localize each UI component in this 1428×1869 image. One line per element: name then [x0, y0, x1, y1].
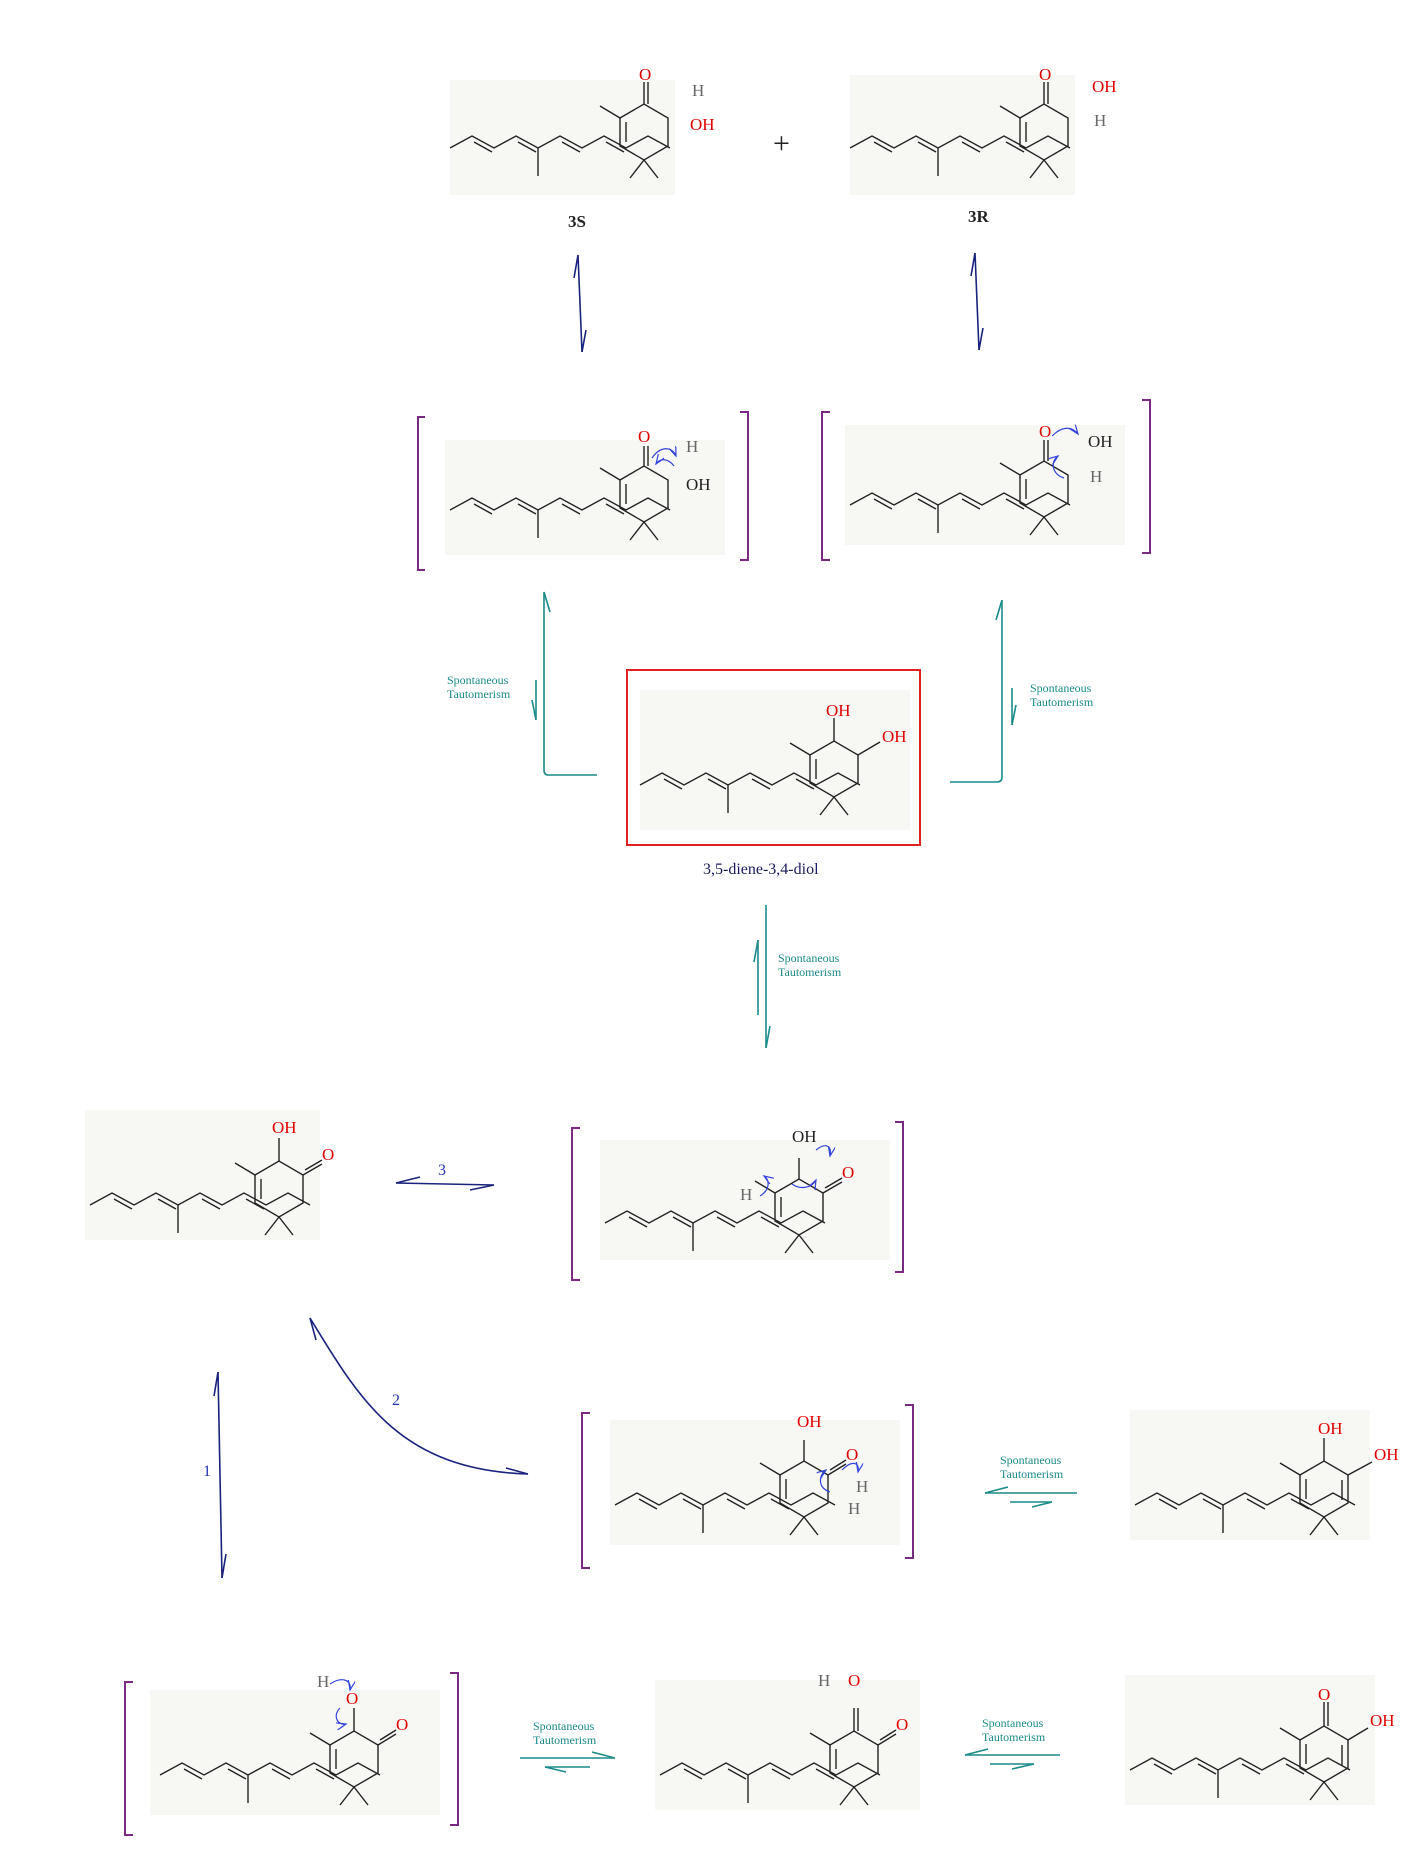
oxygen-label: O: [1318, 1685, 1330, 1704]
tautomerism-label: Tautomerism: [533, 1733, 597, 1747]
hydroxyl-label: OH: [1092, 77, 1117, 96]
bracket-intermediate-row6: [124, 1672, 459, 1836]
hydrogen-label: H: [317, 1672, 329, 1691]
hydroxyl-label: OH: [792, 1127, 817, 1146]
hydroxyl-label: OH: [826, 701, 851, 720]
equilibrium-arrow: [970, 252, 984, 351]
tautomerism-arrow-row6-left: [520, 1751, 616, 1773]
hydrogen-label: H: [1090, 467, 1102, 486]
hydrogen-label: H: [686, 437, 698, 456]
plus-sign: +: [773, 127, 790, 160]
highlight-box: [626, 669, 921, 846]
step-2-arrow: [309, 1317, 529, 1475]
tautomerism-arrow-left: [531, 591, 597, 776]
bracket-left: [417, 411, 749, 571]
hydrogen-label: H: [740, 1185, 752, 1204]
equilibrium-arrow: [573, 254, 587, 353]
tautomerism-label: Tautomerism: [1000, 1467, 1064, 1481]
oxygen-label: O: [639, 65, 651, 84]
tautomerism-label: Tautomerism: [778, 965, 842, 979]
hydrogen-label: H: [692, 81, 704, 100]
hydroxyl-label: OH: [1318, 1419, 1343, 1438]
tautomerism-arrow-row5: [984, 1486, 1077, 1508]
hydroxyl-label: OH: [1088, 432, 1113, 451]
hydrogen-label: H: [818, 1671, 830, 1690]
molecule-3s: O H OH 3S: [449, 65, 715, 231]
molecule-3r: O OH H 3R: [849, 65, 1117, 226]
hydroxyl-label: OH: [1370, 1711, 1395, 1730]
hydroxyl-label: OH: [690, 115, 715, 134]
hydroxyl-label: OH: [686, 475, 711, 494]
tautomerism-label: Spontaneous: [533, 1719, 595, 1733]
oxygen-label: O: [346, 1689, 358, 1708]
tautomerism-label: Spontaneous: [982, 1716, 1044, 1730]
step-label-1: 1: [203, 1463, 211, 1480]
hydrogen-label: H: [1094, 111, 1106, 130]
label-3s: 3S: [568, 212, 586, 231]
step-label-3: 3: [438, 1162, 446, 1179]
label-3r: 3R: [968, 207, 990, 226]
tautomerism-label: Spontaneous: [1000, 1453, 1062, 1467]
bracket-intermediate-row4: [571, 1121, 904, 1281]
oxygen-label: O: [396, 1715, 408, 1734]
step-1-arrow: [213, 1371, 227, 1579]
tautomerism-arrow-right: [950, 599, 1017, 783]
intermediate-row6: H O O: [150, 1672, 440, 1815]
tautomerism-label: Tautomerism: [982, 1730, 1046, 1744]
intermediate-row5: OH O H H: [610, 1412, 900, 1545]
hydrogen-label: H: [848, 1499, 860, 1518]
tautomerism-label: Tautomerism: [1030, 695, 1094, 709]
oxygen-label: O: [846, 1445, 858, 1464]
tautomerism-label: Tautomerism: [447, 687, 511, 701]
intermediate-row4: OH O H: [600, 1127, 890, 1260]
hydroxyl-label: OH: [797, 1412, 822, 1431]
tautomerism-label: Spontaneous: [1030, 681, 1092, 695]
molecule-hydroxy-dienone: O OH: [1125, 1675, 1395, 1805]
step-label-2: 2: [392, 1392, 400, 1409]
oxygen-label: O: [896, 1715, 908, 1734]
hydroxyl-label: OH: [1374, 1445, 1399, 1464]
tautomerism-label: Spontaneous: [447, 673, 509, 687]
oxygen-label: O: [1039, 422, 1051, 441]
hydroxyl-label: OH: [882, 727, 907, 746]
intermediate-3r: O OH H: [845, 422, 1125, 545]
tautomerism-arrow-center: [753, 905, 771, 1049]
oxygen-label: O: [1039, 65, 1051, 84]
molecule-triene-diol: OH OH: [1130, 1410, 1399, 1540]
molecule-hydroxy-enone: OH O: [85, 1110, 334, 1240]
bracket-intermediate-row5: [581, 1404, 914, 1569]
oxygen-label: O: [848, 1671, 860, 1690]
molecule-diol: OH OH: [639, 690, 910, 830]
oxygen-label: O: [322, 1145, 334, 1164]
bracket-right: [821, 399, 1151, 561]
tautomerism-arrow-row6-right: [964, 1748, 1060, 1770]
molecule-dione: H O O: [655, 1671, 920, 1810]
hydroxyl-label: OH: [272, 1118, 297, 1137]
hydrogen-label: H: [856, 1477, 868, 1496]
oxygen-label: O: [638, 427, 650, 446]
label-diol: 3,5-diene-3,4-diol: [703, 861, 819, 878]
oxygen-label: O: [842, 1163, 854, 1182]
intermediate-3s: O H OH: [445, 427, 725, 555]
step-3-arrow: [395, 1176, 495, 1191]
tautomerism-label: Spontaneous: [778, 951, 840, 965]
